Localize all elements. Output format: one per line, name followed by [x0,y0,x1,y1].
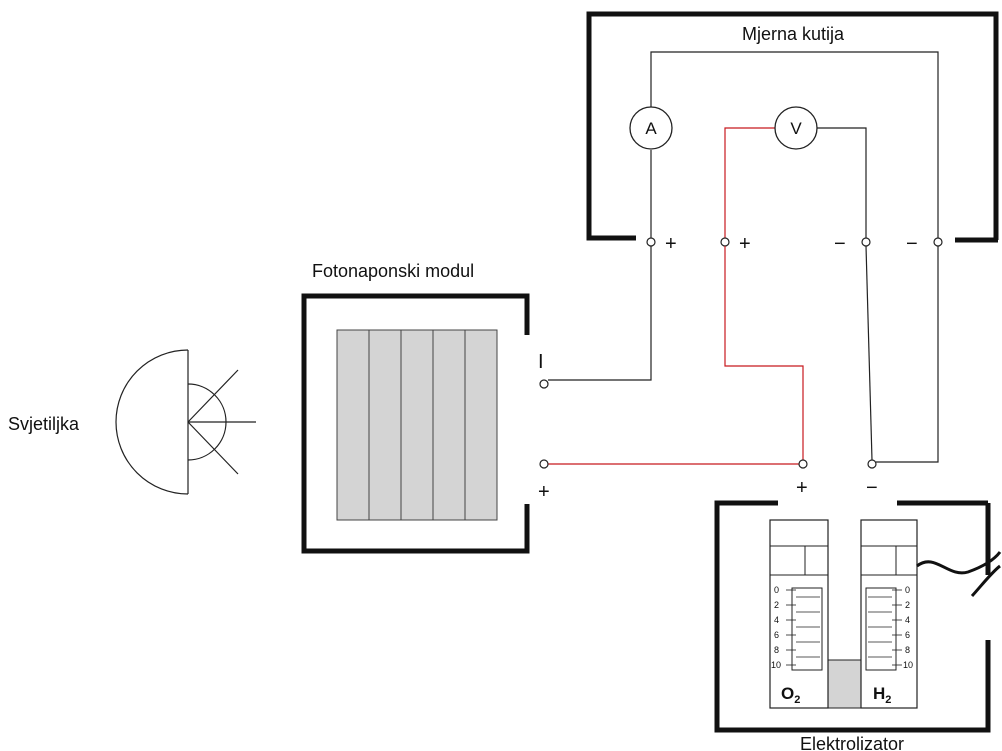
pv-cell [336,329,370,521]
box-terminal-sign: − [834,233,846,255]
electrolyzer-frame [714,500,991,733]
ammeter-symbol: A [645,119,657,138]
oxygen-scale-ticks [786,589,820,666]
oxygen-scale [791,587,823,671]
pv-module-frame [301,293,530,554]
pv-module-label: Fotonaponski modul [312,261,474,281]
box-terminal [720,237,730,247]
light-ray [187,369,239,423]
oxygen-label: O2 [781,684,800,706]
wiring [539,245,939,469]
electrolyzer-label: Elektrolizator [800,734,904,751]
ammeter [629,106,673,150]
voltmeter [774,106,818,150]
box-terminal-sign: + [739,233,751,255]
scale-tick-label: 2 [774,600,779,610]
gas-hose [916,551,1002,575]
electrolyzer-plus-label: + [796,477,808,499]
pv-terminal-current [539,379,549,389]
hydrogen-scale [865,587,897,671]
light-ray [187,421,239,475]
lamp: Svjetiljka [8,349,256,495]
measurement-box: Mjerna kutija A V + + − − [586,11,999,255]
scale-tick-label: 10 [771,660,781,670]
water-reservoir [827,659,862,709]
scale-tick-label: 10 [903,660,913,670]
measurement-box-label: Mjerna kutija [742,24,845,44]
pv-terminal-plus-label: + [538,481,550,503]
pv-module: Fotonaponski modul I + [301,261,550,554]
ammeter-wire [650,51,939,238]
pv-cells [336,329,498,521]
wire-volt-minus [865,245,873,461]
box-terminal-sign: − [906,233,918,255]
scale-tick-label: 4 [905,615,910,625]
pv-cell [464,329,498,521]
oxygen-tube: 0 2 4 6 8 10 O2 [769,519,829,709]
scale-tick-label: 8 [905,645,910,655]
voltmeter-red-wire [724,127,775,238]
scale-tick-label: 8 [774,645,779,655]
voltmeter-symbol: V [790,119,802,138]
wire-red-volt-plus [724,246,804,460]
scale-tick-label: 6 [774,630,779,640]
hydrogen-label: H2 [873,684,891,706]
pv-terminal-plus [539,459,549,469]
electrolyzer-terminal-plus [798,459,808,469]
pv-cell [432,329,466,521]
scale-tick-label: 2 [905,600,910,610]
box-terminal [646,237,656,247]
box-terminal [933,237,943,247]
box-terminal-sign: + [665,233,677,255]
pv-cell [400,329,434,521]
voltmeter-wire [817,127,867,238]
wire-amm-minus [876,246,939,463]
hydrogen-tube: 0 2 4 6 8 10 H2 [860,519,918,709]
hydrogen-scale-ticks [868,589,902,666]
pv-terminal-current-label: I [538,351,544,373]
lamp-label: Svjetiljka [8,414,80,434]
scale-tick-label: 4 [774,615,779,625]
gas-hose [970,564,1001,598]
electrolyzer-terminal-minus [867,459,877,469]
measurement-box-frame [586,11,999,241]
electrolyzer-minus-label: − [866,477,878,499]
lamp-dome [115,349,189,495]
box-terminal [861,237,871,247]
electrolyzer: + − [714,477,1002,751]
scale-tick-label: 0 [774,585,779,595]
scale-tick-label: 6 [905,630,910,640]
wire-pv-to-ammeter [548,246,652,381]
pv-cell [368,329,402,521]
scale-tick-label: 0 [905,585,910,595]
